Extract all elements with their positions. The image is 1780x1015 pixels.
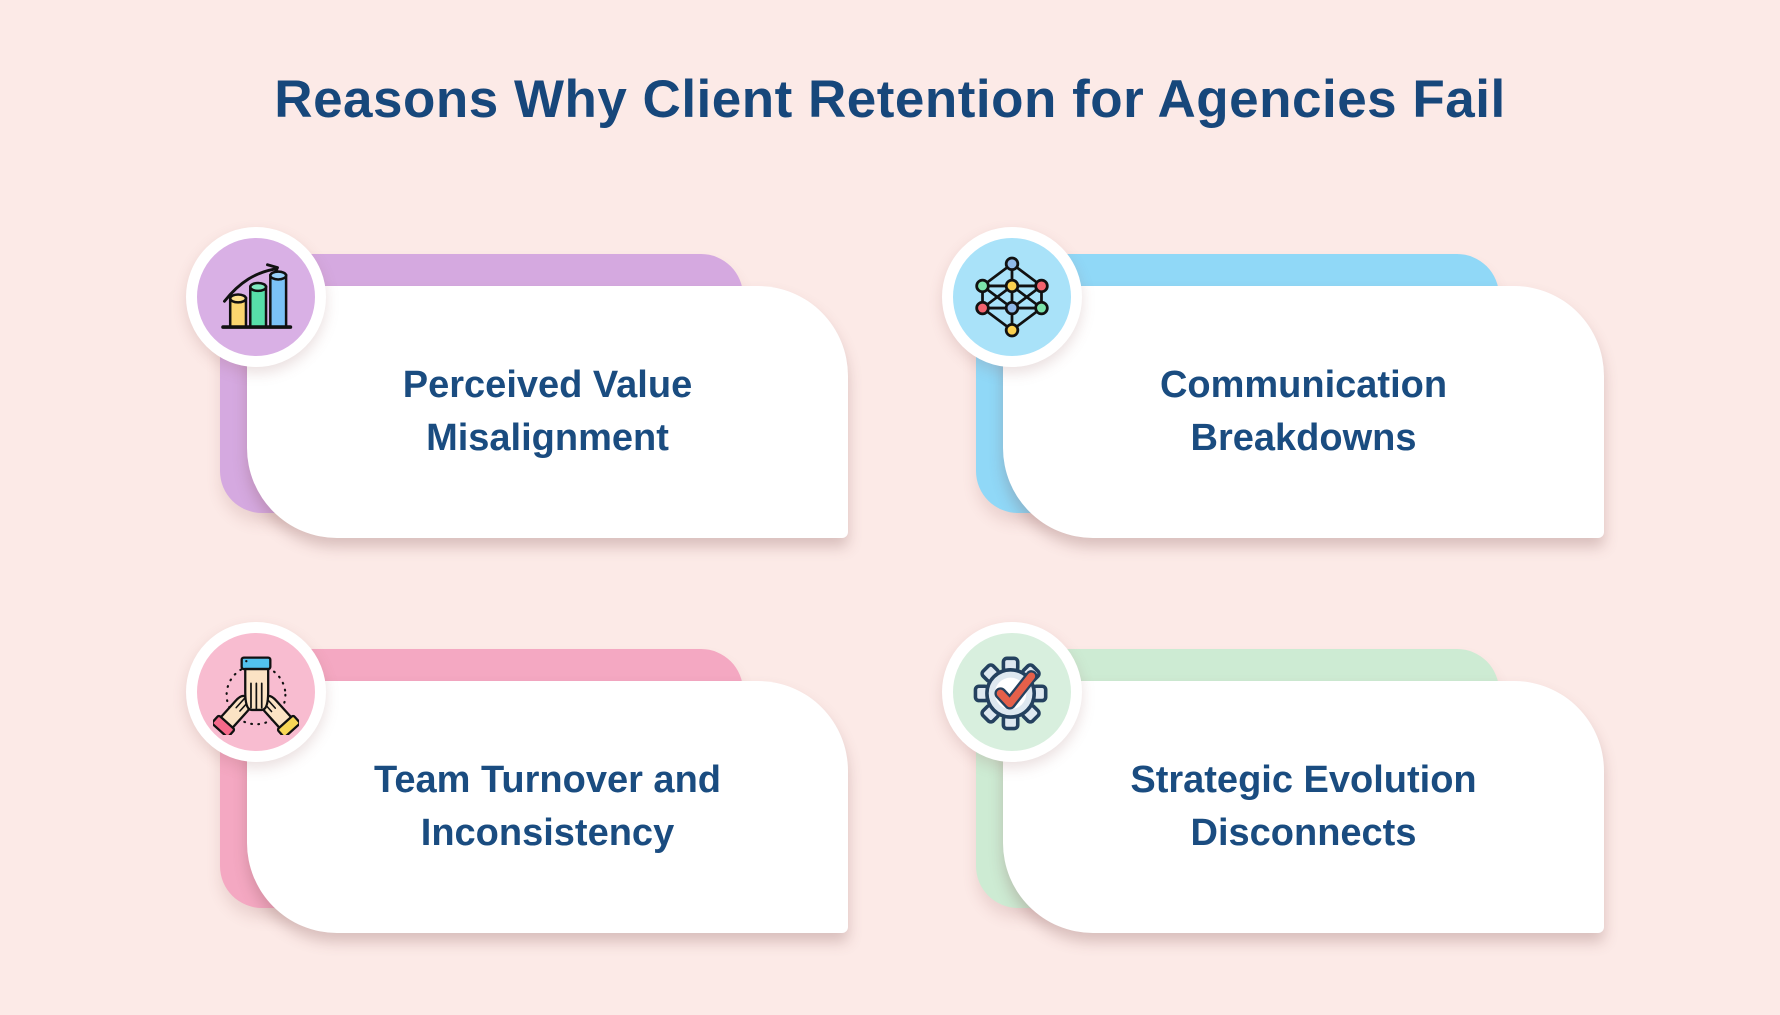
card-title-line2: Misalignment (426, 417, 669, 459)
card-title-line1: Communication (1159, 364, 1448, 406)
card-title-line2: Inconsistency (420, 812, 675, 854)
gear-checkmark-icon (973, 656, 1048, 731)
card-communication: Communication Breakdowns (942, 227, 1610, 547)
card-surface: Perceived Value Misalignment (247, 286, 848, 538)
page-title: Reasons Why Client Retention for Agencie… (274, 70, 1506, 129)
icon-badge (942, 622, 1082, 762)
card-title-line1: Team Turnover and (374, 759, 721, 801)
card-title-line2: Breakdowns (1190, 417, 1417, 459)
card-perceived-value: Perceived Value Misalignment (186, 227, 854, 547)
card-team-turnover: Team Turnover and Inconsistency (186, 622, 854, 942)
card-surface: Team Turnover and Inconsistency (247, 681, 848, 933)
card-surface: Strategic Evolution Disconnects (1003, 681, 1604, 933)
card-title: Team Turnover and Inconsistency (374, 754, 721, 860)
card-strategic-evolution: Strategic Evolution Disconnects (942, 622, 1610, 942)
network-nodes-icon (975, 256, 1049, 338)
icon-badge (186, 622, 326, 762)
growth-bar-chart-icon (221, 263, 293, 329)
icon-badge (186, 227, 326, 367)
icon-badge (942, 227, 1082, 367)
card-title: Strategic Evolution Disconnects (1130, 754, 1476, 860)
card-title-line2: Disconnects (1190, 812, 1417, 854)
card-title: Communication Breakdowns (1160, 359, 1447, 465)
card-title-line1: Strategic Evolution (1130, 759, 1477, 801)
hands-teamwork-icon (213, 656, 299, 735)
card-title-line1: Perceived Value (402, 364, 693, 406)
card-surface: Communication Breakdowns (1003, 286, 1604, 538)
card-title: Perceived Value Misalignment (403, 359, 692, 465)
